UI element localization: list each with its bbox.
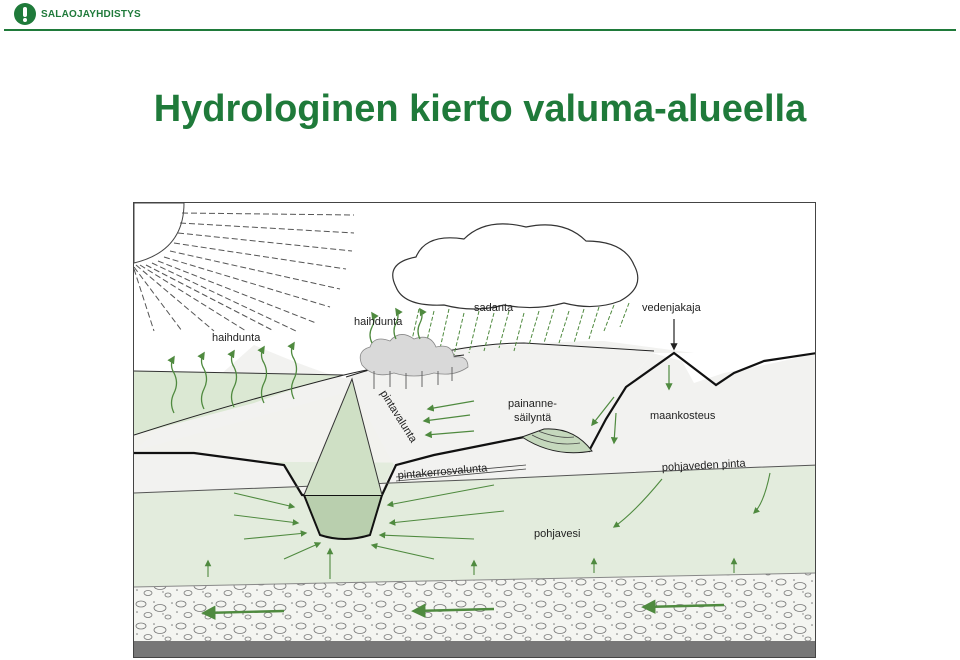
cloud-icon bbox=[392, 223, 639, 310]
logo: SALAOJAYHDISTYS bbox=[14, 3, 141, 25]
label-precipitation: sadanta bbox=[474, 302, 514, 314]
trees bbox=[359, 334, 469, 389]
runoff-arrows bbox=[422, 365, 673, 445]
sun-icon bbox=[134, 203, 355, 332]
groundwater-arrows bbox=[204, 472, 771, 579]
label-groundwater-table: pohjaveden pinta bbox=[662, 458, 747, 474]
header: SALAOJAYHDISTYS bbox=[0, 0, 960, 32]
label-soil-moisture: maankosteus bbox=[650, 410, 716, 422]
label-evaporation-left: haihdunta bbox=[212, 332, 261, 344]
hydrological-cycle-diagram: haihdunta haihdunta sadanta vedenjakaja … bbox=[133, 202, 816, 658]
bedrock bbox=[134, 641, 815, 657]
interflow-hatch bbox=[395, 464, 527, 482]
gravel-layer bbox=[134, 573, 815, 643]
logo-icon bbox=[14, 3, 36, 25]
label-groundwater: pohjavesi bbox=[534, 528, 580, 540]
label-depression-storage-1: painanne- bbox=[508, 398, 557, 410]
label-evaporation-trees: haihdunta bbox=[354, 316, 403, 328]
logo-text: SALAOJAYHDISTYS bbox=[41, 8, 141, 20]
label-depression-storage-2: säilyntä bbox=[514, 412, 552, 424]
aquifer-arrows bbox=[201, 599, 725, 620]
label-watershed-divide: vedenjakaja bbox=[642, 302, 702, 314]
page-title: Hydrologinen kierto valuma-alueella bbox=[153, 88, 807, 130]
header-divider bbox=[4, 29, 956, 31]
evaporation-arrows bbox=[167, 307, 427, 414]
